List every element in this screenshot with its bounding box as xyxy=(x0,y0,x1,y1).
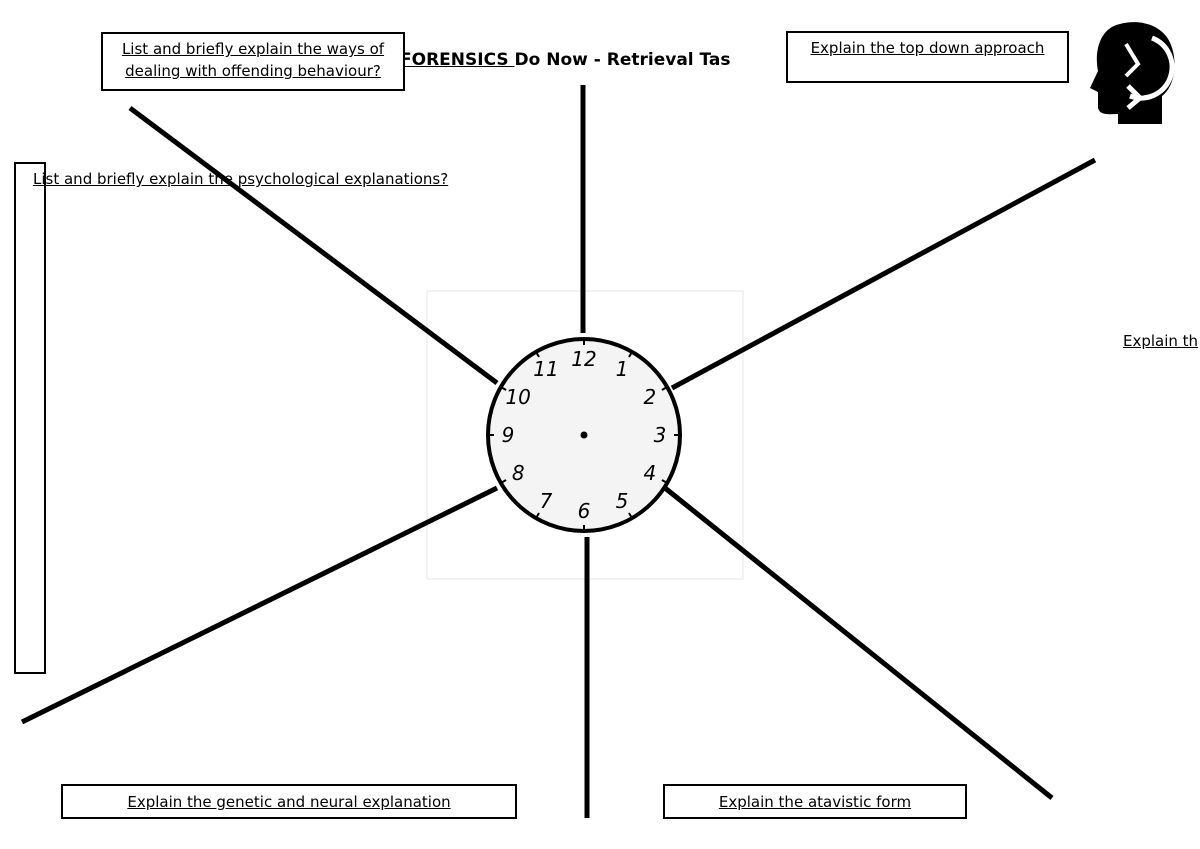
clock-number: 9 xyxy=(502,423,515,447)
clock-tick xyxy=(661,479,668,484)
clock-number: 6 xyxy=(578,499,591,523)
prompt-box-offending[interactable]: List and briefly explain the ways of dea… xyxy=(101,32,405,91)
clock-tick xyxy=(500,479,507,484)
clock-number: 4 xyxy=(643,461,656,485)
clock-number: 10 xyxy=(505,385,530,409)
clock-tick xyxy=(628,512,633,519)
spoke-line-bottom-left xyxy=(20,485,499,725)
left-answer-box[interactable] xyxy=(14,162,46,674)
title-forensics: FORENSICS xyxy=(400,50,515,70)
page-title: FORENSICS Do Now - Retrieval Tas xyxy=(400,50,731,70)
prompt-box-genetic[interactable]: Explain the genetic and neural explanati… xyxy=(61,784,517,819)
clock-number: 3 xyxy=(654,423,667,447)
clock-number: 1 xyxy=(616,357,629,381)
clock-tick xyxy=(628,351,633,358)
spoke-line-top-left xyxy=(128,105,499,386)
clock-number: 5 xyxy=(616,489,629,513)
clock-number: 12 xyxy=(571,347,596,371)
clock-tick xyxy=(535,351,540,358)
spoke-line-top-right xyxy=(670,157,1097,391)
prompt-right-cut: Explain th xyxy=(1123,332,1199,350)
head-clock-logo xyxy=(1090,22,1175,124)
clock-number: 7 xyxy=(540,489,553,513)
title-rest: Do Now - Retrieval Tas xyxy=(514,50,731,70)
clock-tick xyxy=(500,386,507,391)
prompt-box-atavistic[interactable]: Explain the atavistic form xyxy=(663,784,967,819)
spoke-line-bottom-right xyxy=(663,486,1054,800)
clock-number: 11 xyxy=(533,357,558,381)
clock-number: 2 xyxy=(643,385,656,409)
clock-tick xyxy=(535,512,540,519)
clock-tick xyxy=(661,386,668,391)
prompt-psychological: List and briefly explain the psychologic… xyxy=(33,170,449,188)
clock-number: 8 xyxy=(512,461,525,485)
prompt-box-top-down[interactable]: Explain the top down approach xyxy=(786,31,1069,83)
